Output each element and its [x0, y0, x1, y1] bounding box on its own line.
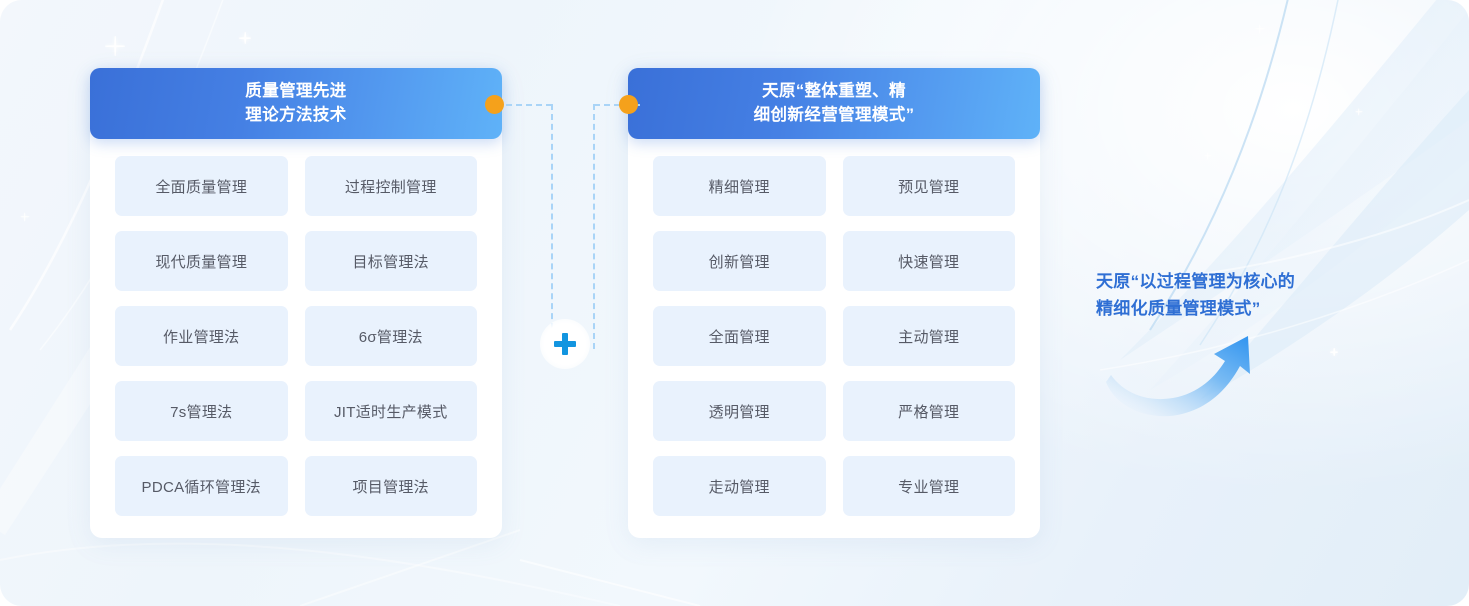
connector-dot-left — [485, 95, 504, 114]
plus-badge — [540, 319, 590, 369]
connector-dot-right — [619, 95, 638, 114]
callout-label: 天原“以过程管理为核心的 精细化质量管理模式” — [1096, 272, 1296, 319]
sparkle-icon — [20, 212, 29, 221]
list-item[interactable]: 现代质量管理 — [115, 231, 288, 291]
sparkle-icon — [1204, 152, 1211, 159]
list-item[interactable]: 主动管理 — [842, 306, 1015, 366]
list-item[interactable]: PDCA循环管理法 — [115, 456, 288, 516]
panel-right: 天原“整体重塑、精 细创新经营管理模式” 精细管理 预见管理 创新管理 快速管理… — [628, 68, 1040, 538]
list-item[interactable]: 过程控制管理 — [304, 156, 477, 216]
sparkle-icon — [1330, 348, 1338, 356]
list-item[interactable]: 走动管理 — [653, 456, 826, 516]
sparkle-icon — [105, 36, 125, 56]
list-item[interactable]: 全面管理 — [653, 306, 826, 366]
connector-line-vertical-right — [593, 104, 595, 349]
list-item[interactable]: JIT适时生产模式 — [304, 381, 477, 441]
panel-left-title: 质量管理先进 理论方法技术 — [245, 81, 347, 124]
sparkle-icon — [1255, 24, 1264, 33]
list-item[interactable]: 全面质量管理 — [115, 156, 288, 216]
plus-icon — [554, 333, 576, 355]
list-item[interactable]: 快速管理 — [842, 231, 1015, 291]
list-item[interactable]: 作业管理法 — [115, 306, 288, 366]
panel-left-header: 质量管理先进 理论方法技术 — [90, 68, 502, 139]
panel-right-title: 天原“整体重塑、精 细创新经营管理模式” — [753, 81, 915, 124]
curved-arrow-icon — [1098, 330, 1288, 425]
list-item[interactable]: 创新管理 — [653, 231, 826, 291]
panel-right-grid: 精细管理 预见管理 创新管理 快速管理 全面管理 主动管理 透明管理 严格管理 … — [628, 139, 1040, 516]
list-item[interactable]: 预见管理 — [842, 156, 1015, 216]
list-item[interactable]: 目标管理法 — [304, 231, 477, 291]
list-item[interactable]: 透明管理 — [653, 381, 826, 441]
list-item[interactable]: 项目管理法 — [304, 456, 477, 516]
list-item[interactable]: 专业管理 — [842, 456, 1015, 516]
sparkle-icon — [239, 32, 251, 44]
list-item[interactable]: 6σ管理法 — [304, 306, 477, 366]
connector-line-horizontal-left — [506, 104, 552, 106]
callout-text: 天原“以过程管理为核心的 精细化质量管理模式” — [1096, 268, 1346, 322]
list-item[interactable]: 精细管理 — [653, 156, 826, 216]
list-item[interactable]: 7s管理法 — [115, 381, 288, 441]
panel-left: 质量管理先进 理论方法技术 全面质量管理 过程控制管理 现代质量管理 目标管理法… — [90, 68, 502, 538]
panel-left-grid: 全面质量管理 过程控制管理 现代质量管理 目标管理法 作业管理法 6σ管理法 7… — [90, 139, 502, 516]
list-item[interactable]: 严格管理 — [842, 381, 1015, 441]
sparkle-icon — [1355, 108, 1362, 115]
connector-line-vertical-left — [551, 104, 553, 349]
panel-right-header: 天原“整体重塑、精 细创新经营管理模式” — [628, 68, 1040, 139]
